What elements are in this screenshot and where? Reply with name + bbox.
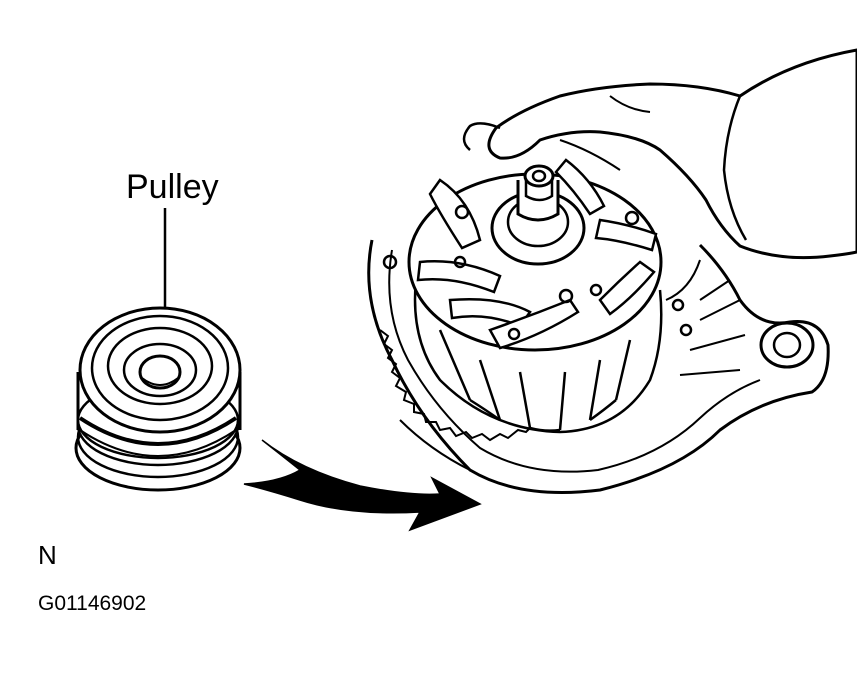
pulley-callout-label: Pulley bbox=[126, 168, 219, 206]
pulley bbox=[74, 306, 242, 492]
view-letter: N bbox=[38, 540, 57, 570]
figure-id: G01146902 bbox=[38, 592, 147, 615]
impeller bbox=[407, 158, 663, 434]
technician-hand bbox=[462, 48, 857, 260]
install-arrow bbox=[243, 439, 482, 532]
